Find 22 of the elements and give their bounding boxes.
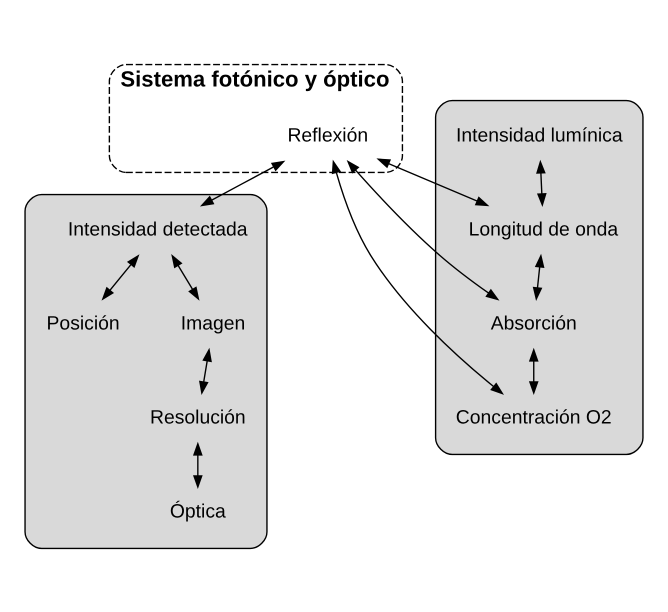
- node-text: Concentración O2: [456, 406, 612, 428]
- arrow: [376, 158, 490, 206]
- node-text: Absorción: [490, 312, 577, 334]
- arrow: [171, 254, 200, 300]
- node-text: Intensidad detectada: [68, 218, 248, 240]
- node-text: Óptica: [170, 500, 226, 522]
- arrow: [332, 159, 504, 394]
- node-text: Posición: [46, 312, 120, 334]
- arrow: [193, 441, 203, 489]
- cluster: [434, 99, 644, 455]
- arrow: [200, 160, 286, 206]
- arrow: [536, 159, 547, 207]
- arrow: [199, 347, 212, 395]
- node-text: Reflexión: [287, 124, 368, 146]
- arrow: [532, 253, 544, 301]
- arrow: [346, 160, 500, 300]
- arrow: [528, 347, 539, 395]
- node-text: Longitud de onda: [468, 218, 618, 240]
- node-text: Resolución: [150, 406, 246, 428]
- arrow: [102, 254, 140, 300]
- node-text: Intensidad lumínica: [456, 124, 623, 146]
- node-text: Imagen: [180, 312, 246, 334]
